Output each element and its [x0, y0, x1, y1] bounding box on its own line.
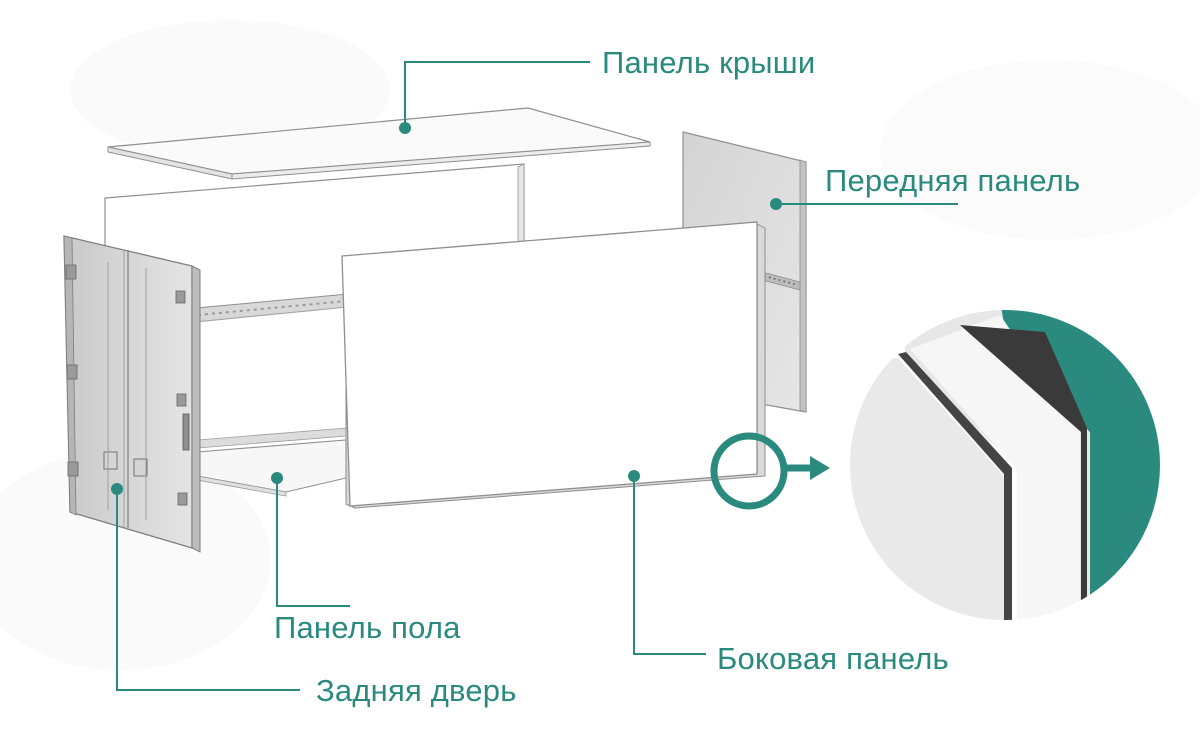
zoom-skin-outer [898, 352, 1012, 621]
roof-panel-drawing [107, 107, 651, 180]
inner-wall-drawing [195, 306, 349, 449]
magnifier-indicator [710, 432, 830, 510]
dot-roof [399, 122, 411, 134]
leader-side [633, 476, 706, 655]
leader-roof [404, 61, 590, 128]
zoom-teal-background [960, 309, 1161, 621]
arrow-right-icon [810, 456, 830, 480]
dot-side [628, 470, 640, 482]
leader-rear [116, 489, 300, 691]
dot-front [770, 198, 782, 210]
zoom-skin-inner [960, 325, 1087, 621]
leader-floor [276, 478, 350, 607]
dot-floor [271, 472, 283, 484]
zoom-detail [848, 308, 1162, 622]
label-front-panel: Передняя панель [825, 163, 1081, 198]
background-shading [0, 20, 1200, 670]
rear-door-drawing [63, 235, 201, 553]
label-rear-door: Задняя дверь [316, 673, 517, 708]
leader-dots [111, 122, 782, 495]
label-roof-panel: Панель крыши [602, 45, 816, 80]
leader-lines [116, 61, 958, 691]
label-side-panel: Боковая панель [717, 641, 949, 676]
dot-rear [111, 483, 123, 495]
zoom-foam-core [910, 315, 1080, 621]
label-floor-panel: Панель пола [274, 610, 461, 645]
side-panel-drawing [341, 221, 766, 509]
